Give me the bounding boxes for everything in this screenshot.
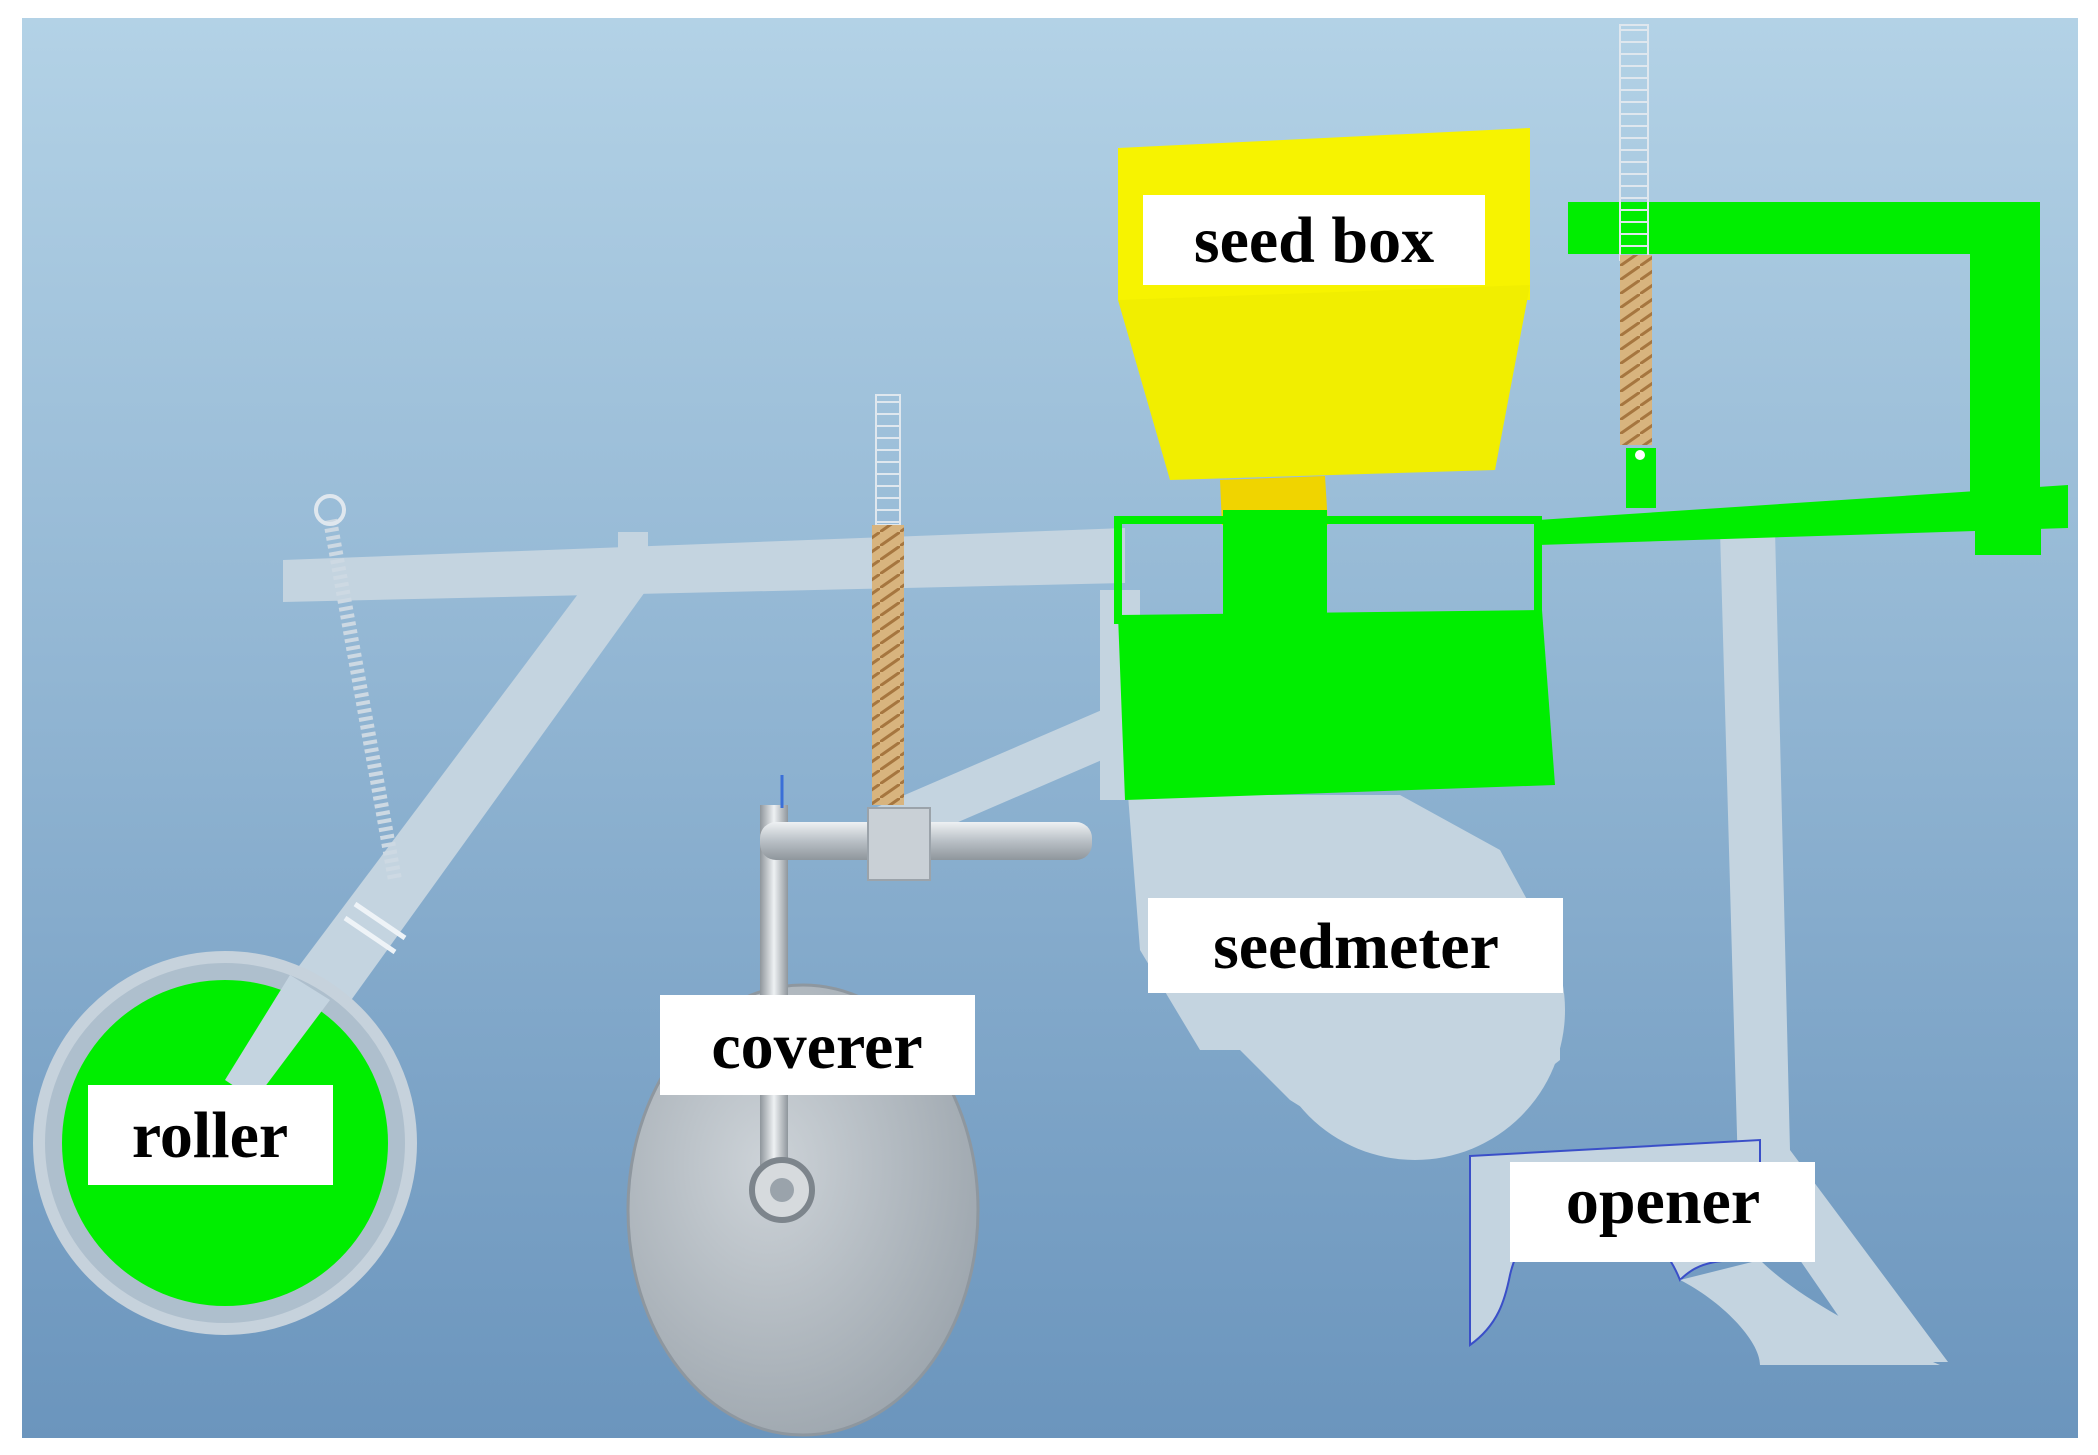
seedmeter-label: seedmeter [1213,910,1499,983]
roller-spring-eye [314,494,346,526]
roller-label-group: roller [88,1085,333,1185]
roller-label: roller [132,1099,288,1172]
opener-shank [1720,530,1948,1362]
coverer-spring [872,525,904,805]
coverer-rod-ladder [875,394,901,526]
seedmeter-label-group: seedmeter [1148,898,1563,993]
coverer-label: coverer [711,1010,922,1083]
upper-spring [1620,255,1652,445]
opener-tip [1680,1260,1940,1365]
opener-label-group: opener [1510,1162,1815,1262]
roller-spring [323,518,402,882]
frame-beam [283,528,1125,602]
upper-pivot [1635,450,1645,460]
coverer-hub-inner [770,1178,794,1202]
seed-box-label-group: seed box [1143,195,1485,285]
roller-arm-mark [343,915,397,955]
frame-lug [618,532,648,552]
coverer-brace [870,700,1125,845]
roller-arm-mark-2 [353,901,407,941]
roller-arm [230,578,655,1092]
upper-rod-ladder [1619,24,1649,261]
seed-box [1118,128,1530,525]
seedmeter-housing [1114,510,1555,800]
seed-box-label: seed box [1194,204,1434,277]
coverer-label-group: coverer [660,995,975,1095]
coverer-arm-clamp [867,807,931,881]
opener-label: opener [1566,1165,1760,1238]
